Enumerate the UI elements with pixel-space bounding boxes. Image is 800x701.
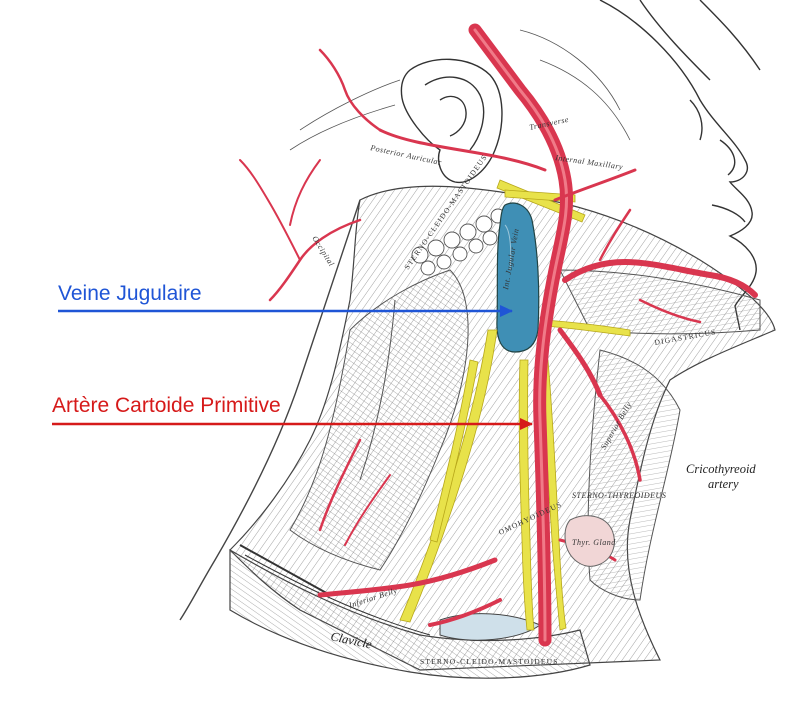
jugular-vein-label: Veine Jugulaire <box>58 282 202 305</box>
thyroid-label: Thyr. Gland <box>572 538 616 547</box>
face-profile <box>599 0 761 331</box>
carotid-artery-label: Artère Cartoide Primitive <box>52 394 281 417</box>
cricothyreoid-label-2: artery <box>708 477 739 491</box>
thyroid-gland <box>564 515 615 567</box>
callout-jugular: Veine Jugulaire <box>58 282 513 317</box>
clavicle-region <box>229 544 591 679</box>
gland-lobules <box>411 208 506 276</box>
sterno-thyreoideus-label: STERNO-THYREOIDEUS <box>572 491 666 500</box>
scm-lower-label: STERNO-CLEIDO-MASTOIDEUS <box>420 657 559 666</box>
posterior-auricular-label: Posterior Auricular <box>369 143 443 167</box>
arteries <box>239 23 758 647</box>
callout-carotid: Artère Cartoide Primitive <box>52 394 533 430</box>
cricothyreoid-label-1: Cricothyreoid <box>686 462 756 476</box>
occipital-label: Occipital <box>310 234 336 268</box>
ear <box>400 58 503 184</box>
